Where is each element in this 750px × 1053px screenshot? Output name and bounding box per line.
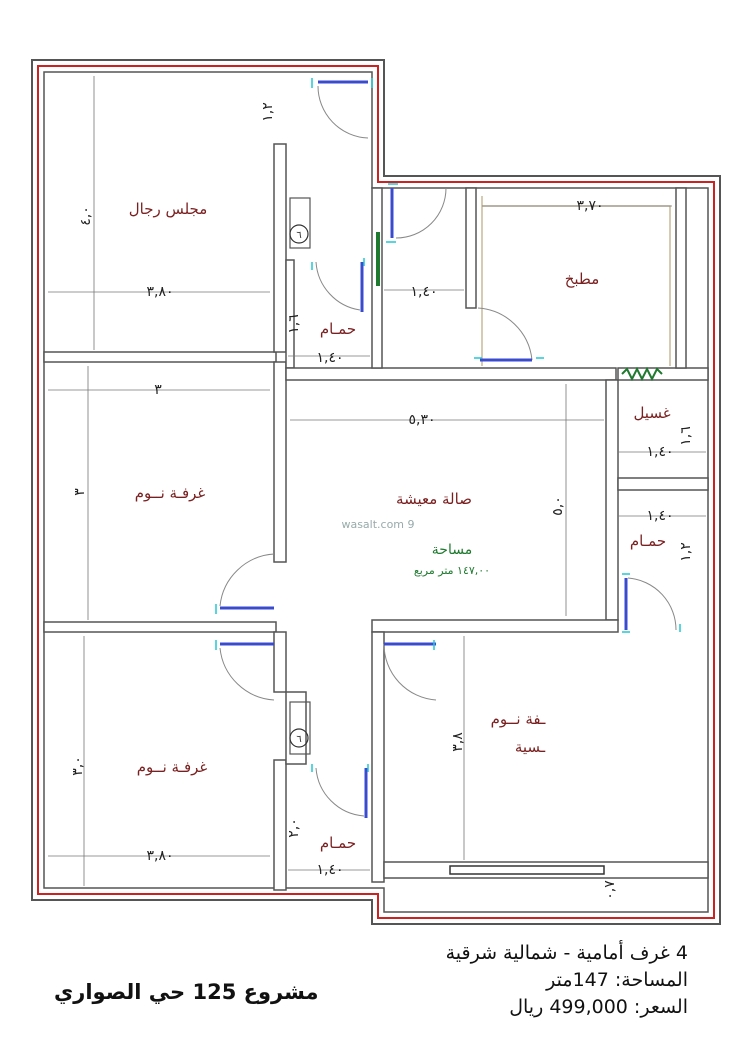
label-bath-2: حمـام bbox=[320, 834, 356, 852]
dim-bed1-h: ٣ bbox=[72, 488, 88, 496]
label-bedroom-1: غرفـة نــوم bbox=[135, 484, 206, 502]
label-hall: صالة معيشة bbox=[396, 490, 472, 508]
info-price: السعر: 499,000 ريال bbox=[509, 996, 688, 1018]
balcony-window bbox=[449, 865, 605, 875]
closets bbox=[289, 197, 311, 755]
dim-laundry-w: ١,٤٠ bbox=[646, 444, 673, 460]
listing-info: 4 غرف أمامية - شمالية شرقية المساحة: 147… bbox=[446, 940, 688, 1021]
info-rooms: 4 غرف أمامية - شمالية شرقية bbox=[445, 942, 688, 964]
entry-panel bbox=[376, 232, 380, 286]
dim-bath2-h: ٢,٠ bbox=[286, 818, 302, 838]
area-label: مساحة bbox=[432, 542, 472, 558]
laundry-partition bbox=[621, 366, 663, 382]
project-title: مشروع 125 حي الصواري bbox=[54, 980, 319, 1004]
label-kitchen: مطبخ bbox=[565, 270, 600, 288]
dim-bed2-h: ٣,٠ bbox=[70, 756, 86, 776]
marker-2: ٦ bbox=[296, 734, 301, 745]
dimension-lines bbox=[48, 76, 706, 886]
dim-bed1-w: ٣ bbox=[154, 382, 162, 398]
dim-majlis-h: ٤,٠ bbox=[78, 206, 94, 226]
label-master-2: ـسية bbox=[515, 738, 546, 756]
dim-master-h: ٣,٨ bbox=[450, 732, 466, 752]
dimension-labels: ٣,٨٠ ٤,٠ ١,٢ ١,٤٠ ٣,٧٠ ١,٦ ١,٤٠ ٣ ٣ ٥,٣٠… bbox=[70, 102, 694, 900]
dim-entry-h: ١,٢ bbox=[260, 102, 276, 122]
dim-bath1-w: ١,٤٠ bbox=[316, 350, 343, 366]
dim-bath3-h: ١,٢ bbox=[678, 542, 694, 562]
dim-laundry-h: ١,٦ bbox=[678, 426, 694, 446]
dim-bath2-w: ١,٤٠ bbox=[316, 862, 343, 878]
label-master-1: ـفة نــوم bbox=[491, 710, 546, 728]
doors bbox=[215, 78, 681, 818]
label-majlis: مجلس رجال bbox=[129, 200, 208, 218]
label-bath-1: حمـام bbox=[320, 320, 356, 338]
markers: ٦ ٦ bbox=[289, 224, 309, 748]
dim-majlis-w: ٣,٨٠ bbox=[146, 284, 173, 300]
area-value: ١٤٧,٠٠ متر مربع bbox=[414, 564, 490, 577]
room-labels: مجلس رجال مطبخ غرفـة نــوم صالة معيشة غس… bbox=[129, 200, 671, 852]
info-area: المساحة: 147متر bbox=[546, 969, 688, 991]
outer-walls bbox=[31, 59, 721, 925]
marker-1: ٦ bbox=[296, 230, 301, 241]
dim-bed2-w: ٣,٨٠ bbox=[146, 848, 173, 864]
dim-hall-w: ٥,٣٠ bbox=[408, 412, 435, 428]
label-bedroom-2: غرفـة نــوم bbox=[137, 758, 208, 776]
dim-corridor-w: ١,٤٠ bbox=[410, 284, 437, 300]
dim-balcony-h: ٠,٧ bbox=[602, 880, 618, 900]
dim-hall-h: ٥,٠ bbox=[550, 496, 566, 516]
dim-bath3-w: ١,٤٠ bbox=[646, 508, 673, 524]
dim-kitchen-w: ٣,٧٠ bbox=[576, 198, 603, 214]
watermark: wasalt.com 9 bbox=[341, 518, 414, 531]
label-bath-3: حمـام bbox=[630, 532, 666, 550]
label-laundry: غسيل bbox=[633, 404, 670, 422]
dim-bath1-h: ١,٦ bbox=[286, 314, 302, 334]
